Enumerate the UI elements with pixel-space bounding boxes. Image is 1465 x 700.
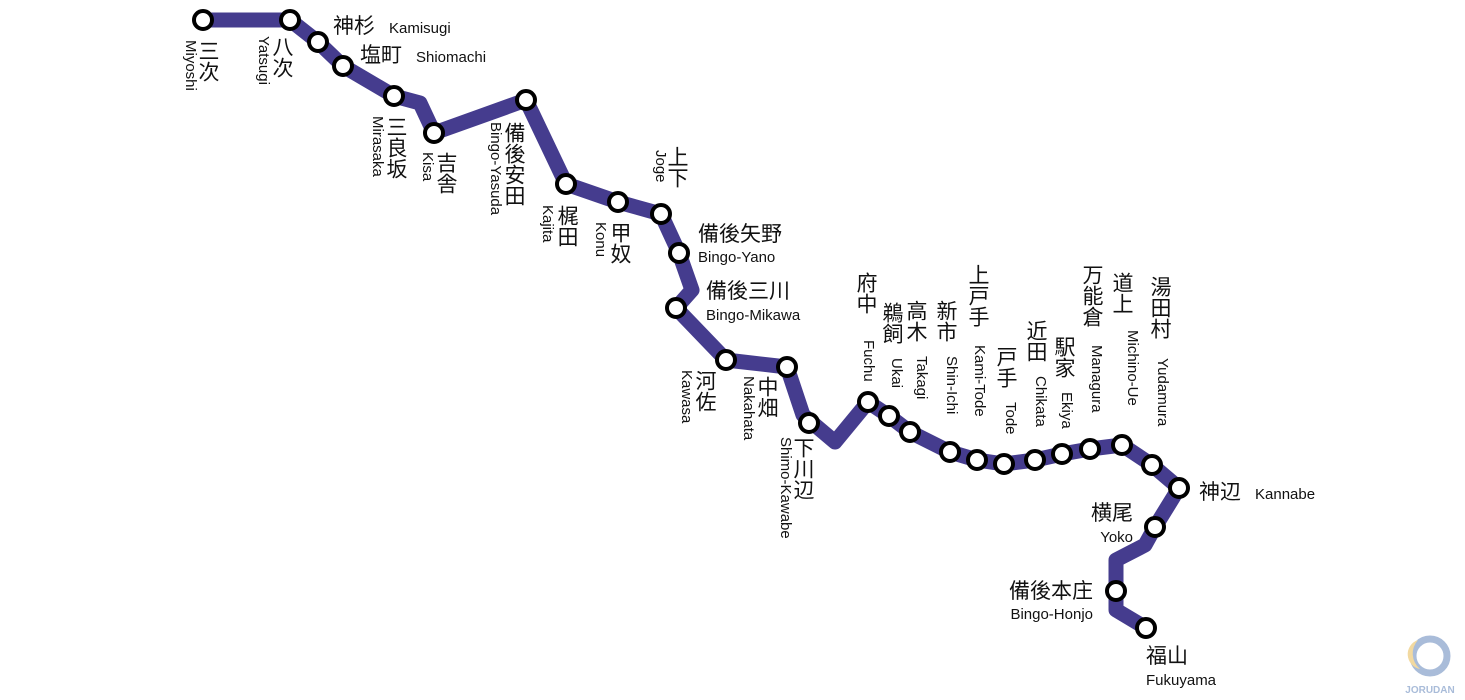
station-name-en: Miyoshi [182, 40, 199, 91]
station-marker[interactable] [383, 85, 405, 107]
station-name-en: Joge [652, 150, 669, 183]
logo-text: JORUDAN [1405, 685, 1454, 696]
station-marker[interactable] [899, 421, 921, 443]
station-marker[interactable] [878, 405, 900, 427]
station-name-en: Mirasaka [369, 116, 386, 178]
station-name-jp: 道上 [1110, 272, 1134, 314]
station-name-jp: 湯田村 [1148, 276, 1172, 339]
station-name-jp: 府中 [854, 272, 878, 314]
station-marker[interactable] [1079, 438, 1101, 460]
station-name-en: Kamisugi [389, 20, 451, 37]
station-name-en: Nakahata [740, 376, 757, 441]
station-marker[interactable] [993, 453, 1015, 475]
station-name-jp: 駅家 [1052, 336, 1076, 378]
station-name-jp: 高木 [904, 300, 928, 342]
station-name-jp: 備後矢野 [698, 222, 782, 246]
station-marker[interactable] [776, 356, 798, 378]
station-name-en: Yatsugi [255, 36, 272, 85]
station-name-en: Bingo-Honjo [1010, 606, 1093, 623]
station-name-jp: 吉舎 [434, 152, 458, 194]
stations-layer [192, 9, 1190, 639]
station-name-en: Bingo-Mikawa [706, 307, 801, 324]
station-name-jp: 上戸手 [966, 264, 990, 327]
jorudan-logo: JORUDAN [1405, 635, 1455, 696]
station-name-en: Kajita [539, 205, 556, 243]
station-marker[interactable] [423, 122, 445, 144]
station-name-en: Shin-Ichi [943, 356, 960, 414]
station-marker[interactable] [668, 242, 690, 264]
station-marker[interactable] [515, 89, 537, 111]
logo-ring [1409, 635, 1451, 677]
station-marker[interactable] [555, 173, 577, 195]
station-name-en: Managura [1088, 345, 1105, 413]
station-marker[interactable] [279, 9, 301, 31]
station-marker[interactable] [1168, 477, 1190, 499]
station-name-jp: 三次 [196, 40, 220, 82]
station-name-jp: 梶田 [555, 205, 579, 247]
station-name-en: Fukuyama [1146, 672, 1217, 689]
station-marker[interactable] [665, 297, 687, 319]
station-name-jp: 備後三川 [706, 279, 790, 303]
station-name-en: Ekiya [1058, 392, 1075, 429]
station-name-en: Yoko [1100, 529, 1133, 546]
station-marker[interactable] [1105, 580, 1127, 602]
station-name-jp: 八次 [270, 36, 294, 78]
station-name-en: Tode [1002, 402, 1019, 435]
station-marker[interactable] [307, 31, 329, 53]
station-name-en: Bingo-Yasuda [487, 122, 504, 216]
station-name-jp: 備後本庄 [1009, 579, 1093, 603]
station-marker[interactable] [1141, 454, 1163, 476]
station-name-jp: 三良坂 [384, 116, 408, 179]
station-marker[interactable] [192, 9, 214, 31]
station-marker[interactable] [1144, 516, 1166, 538]
station-name-en: Michino-Ue [1124, 330, 1141, 406]
station-name-jp: 河佐 [693, 370, 717, 412]
station-name-en: Shimo-Kawabe [777, 437, 794, 539]
station-name-jp: 横尾 [1091, 501, 1133, 525]
station-name-en: Kisa [419, 152, 436, 182]
station-name-en: Kannabe [1255, 486, 1315, 503]
station-name-en: Ukai [888, 358, 905, 388]
station-marker[interactable] [857, 391, 879, 413]
logo-moon [1407, 640, 1420, 669]
station-name-en: Takagi [913, 356, 930, 399]
station-name-jp: 塩町 [360, 43, 402, 67]
station-name-en: Chikata [1032, 376, 1049, 428]
station-name-jp: 戸手 [994, 346, 1018, 388]
station-name-en: Yudamura [1154, 358, 1171, 427]
station-name-jp: 万能倉 [1080, 264, 1104, 327]
station-marker[interactable] [1051, 443, 1073, 465]
station-name-jp: 新市 [934, 300, 958, 342]
station-name-jp: 下川辺 [791, 437, 815, 500]
station-marker[interactable] [1024, 449, 1046, 471]
station-name-en: Fuchu [860, 340, 877, 382]
station-marker[interactable] [1135, 617, 1157, 639]
station-name-jp: 甲奴 [608, 222, 632, 264]
station-name-en: Konu [592, 222, 609, 257]
station-marker[interactable] [1111, 434, 1133, 456]
station-name-jp: 神辺 [1199, 480, 1241, 504]
station-name-en: Kami-Tode [971, 345, 988, 417]
station-name-jp: 中畑 [755, 376, 779, 418]
station-marker[interactable] [332, 55, 354, 77]
station-marker[interactable] [966, 449, 988, 471]
station-name-en: Shiomachi [416, 49, 486, 66]
station-name-en: Bingo-Yano [698, 249, 775, 266]
station-marker[interactable] [650, 203, 672, 225]
station-marker[interactable] [939, 441, 961, 463]
station-marker[interactable] [715, 349, 737, 371]
station-name-jp: 上下 [665, 146, 689, 188]
station-name-jp: 鵜飼 [880, 302, 904, 344]
station-name-jp: 近田 [1024, 320, 1048, 362]
station-marker[interactable] [607, 191, 629, 213]
station-marker[interactable] [798, 412, 820, 434]
station-name-en: Kawasa [678, 370, 695, 424]
station-name-jp: 備後安田 [502, 122, 526, 206]
station-name-jp: 神杉 [333, 14, 375, 38]
station-name-jp: 福山 [1146, 644, 1188, 668]
